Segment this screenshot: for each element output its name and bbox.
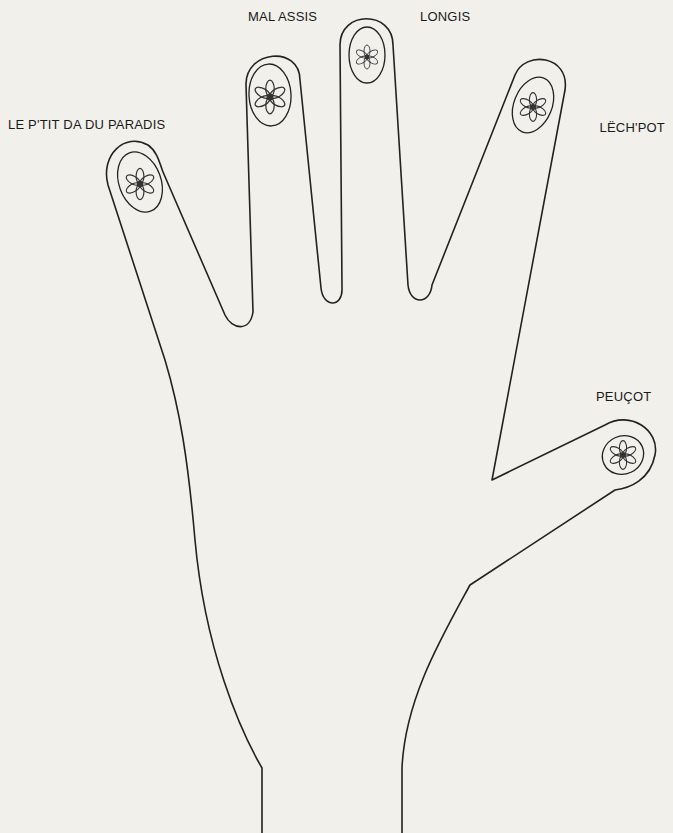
- fingernail: [247, 63, 292, 127]
- finger-name: LONGIS: [420, 10, 470, 23]
- finger-name: MAL ASSIS: [248, 10, 317, 23]
- finger-name: LËCH'POT: [600, 121, 665, 134]
- fingernail: [349, 27, 385, 83]
- hand-outline: [106, 19, 655, 833]
- fingernails: [110, 27, 650, 481]
- finger-name: PEUÇOT: [596, 390, 651, 403]
- fingernail: [110, 146, 171, 219]
- fingernail: [596, 429, 650, 481]
- nail-flowers: [125, 45, 638, 469]
- finger-name: LE P'TIT DA DU PARADIS: [8, 118, 165, 131]
- fingernail: [505, 71, 562, 139]
